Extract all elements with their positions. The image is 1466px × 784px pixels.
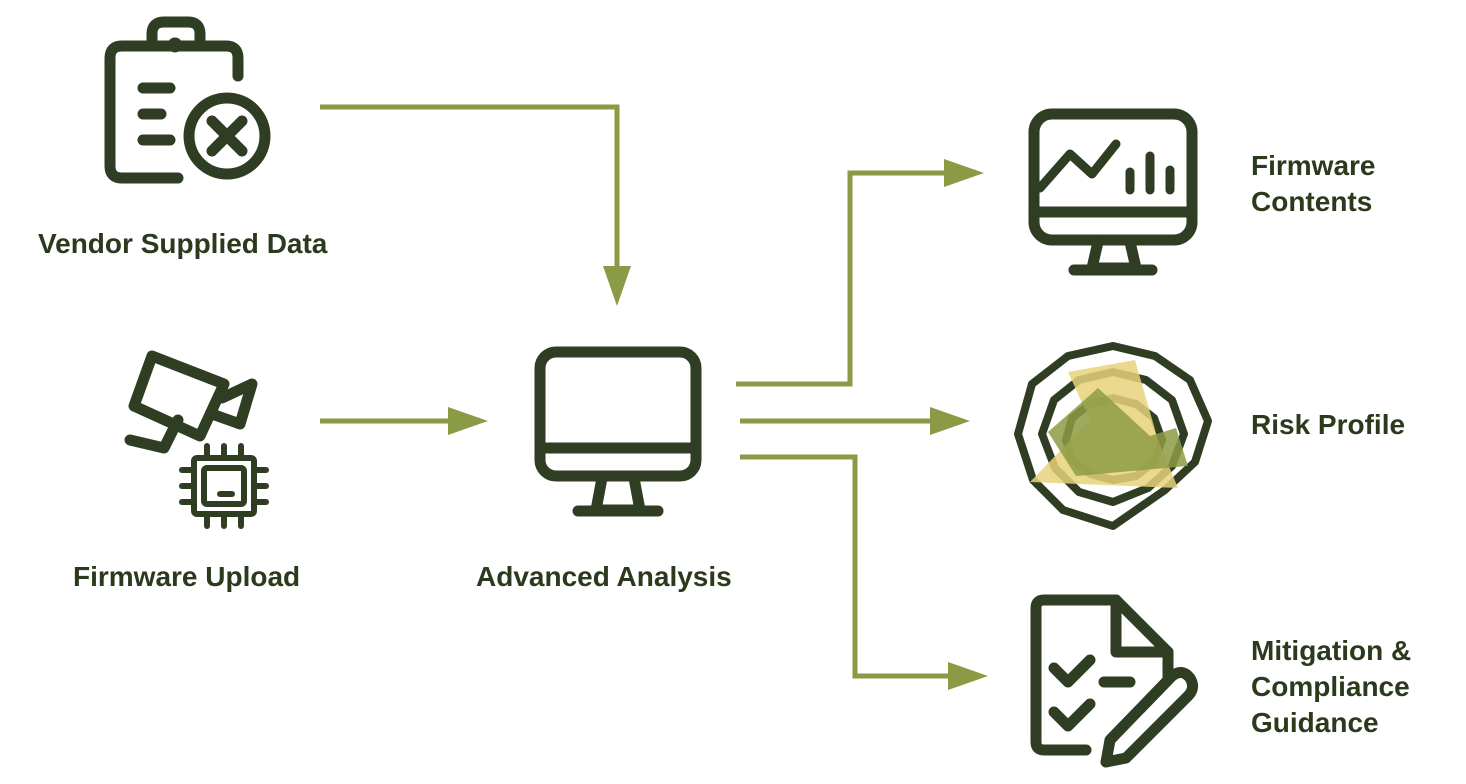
label-firmware-upload: Firmware Upload xyxy=(73,561,301,592)
arrowhead xyxy=(448,407,488,435)
label-line: Firmware xyxy=(1251,150,1376,181)
label-mitigation-guidance: Mitigation & Compliance Guidance xyxy=(1251,633,1411,741)
clipboard-x-icon xyxy=(104,16,271,184)
arrowhead xyxy=(603,266,631,306)
label-vendor-supplied-data: Vendor Supplied Data xyxy=(38,228,328,259)
label-line: Guidance xyxy=(1251,707,1379,738)
monitor-chart-icon xyxy=(1028,108,1198,276)
edge-analysis-to-mitigation xyxy=(740,454,988,690)
edge-analysis-to-risk xyxy=(740,407,970,435)
edge-vendor-to-analysis xyxy=(320,104,631,306)
label-firmware-contents: Firmware Contents xyxy=(1251,148,1376,220)
arrowhead xyxy=(944,159,984,187)
edge-analysis-to-contents xyxy=(736,159,984,387)
camera-chip-icon xyxy=(124,350,269,529)
radar-area-dark xyxy=(1048,388,1188,476)
label-advanced-analysis: Advanced Analysis xyxy=(476,561,732,592)
label-risk-profile: Risk Profile xyxy=(1251,409,1406,440)
edge-upload-to-analysis xyxy=(320,407,488,435)
monitor-icon xyxy=(534,346,702,517)
chip-icon xyxy=(179,443,269,529)
label-line: Contents xyxy=(1251,186,1373,217)
arrowhead xyxy=(930,407,970,435)
label-line: Compliance xyxy=(1251,671,1410,702)
arrowhead xyxy=(948,662,988,690)
label-line: Mitigation & xyxy=(1251,635,1412,666)
document-checklist-pen-icon xyxy=(1030,594,1199,768)
risk-radar-icon xyxy=(1014,342,1212,530)
